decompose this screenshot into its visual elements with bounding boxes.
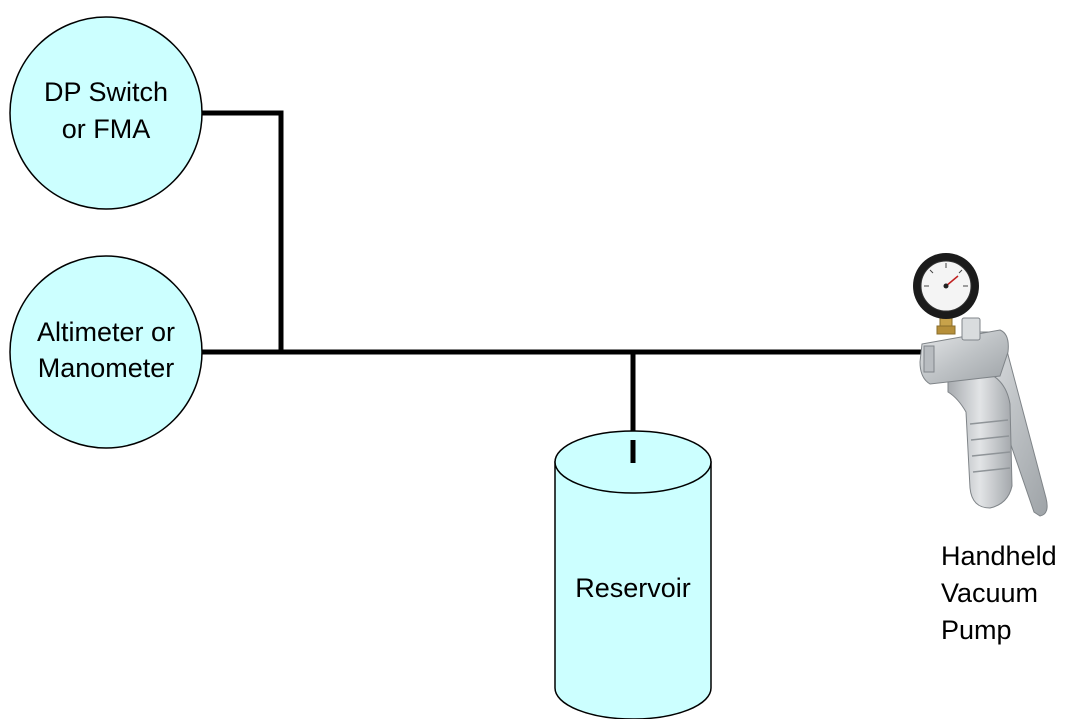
reservoir-node: Reservoir [554,430,712,719]
dp-switch-label-line1: DP Switch [44,77,168,107]
pipe-network [199,110,925,465]
altimeter-node: Altimeter or Manometer [9,255,203,449]
pump-label-line3: Pump [941,615,1012,645]
pipe-dp-switch [199,110,284,355]
altimeter-label-line1: Altimeter or [37,317,175,347]
altimeter-label-line2: Manometer [38,353,175,383]
pump-label: Handheld Vacuum Pump [941,541,1057,645]
pump-label-line1: Handheld [941,541,1057,571]
vacuum-pump-icon [913,253,1048,517]
pump-label-line2: Vacuum [941,578,1038,608]
reservoir-label: Reservoir [575,573,691,603]
altimeter-circle [9,255,203,449]
dp-switch-label-line2: or FMA [62,114,151,144]
dp-switch-circle [9,16,203,210]
dp-switch-node: DP Switch or FMA [9,16,203,210]
